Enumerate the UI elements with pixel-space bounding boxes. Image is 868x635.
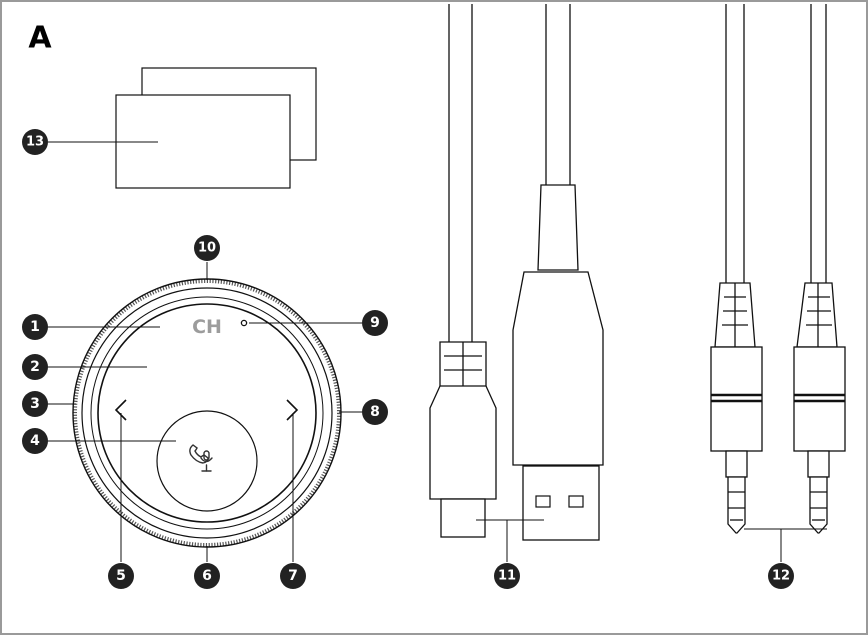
figure-letter: A [28, 21, 52, 56]
callout-3: 3 [22, 391, 48, 417]
svg-text:3: 3 [30, 396, 40, 412]
svg-text:10: 10 [198, 241, 216, 256]
svg-text:8: 8 [370, 404, 380, 420]
device-mark: CH [192, 316, 222, 338]
svg-text:13: 13 [26, 135, 44, 150]
svg-text:9: 9 [370, 315, 380, 331]
callout-13: 13 [22, 129, 48, 155]
callout-8: 8 [362, 399, 388, 425]
svg-text:4: 4 [30, 433, 40, 449]
callout-12: 12 [768, 563, 794, 589]
svg-text:11: 11 [498, 569, 516, 584]
callout-2: 2 [22, 354, 48, 380]
svg-text:7: 7 [288, 568, 298, 584]
svg-text:2: 2 [30, 359, 40, 375]
callout-6: 6 [194, 563, 220, 589]
callout-5: 5 [108, 563, 134, 589]
callout-9: 9 [362, 310, 388, 336]
callout-11: 11 [494, 563, 520, 589]
callout-1: 1 [22, 314, 48, 340]
callout-10: 10 [194, 235, 220, 261]
svg-text:1: 1 [30, 319, 40, 335]
callout-4: 4 [22, 428, 48, 454]
svg-text:5: 5 [116, 568, 126, 584]
svg-text:6: 6 [202, 568, 212, 584]
callout-7: 7 [280, 563, 306, 589]
svg-text:12: 12 [772, 569, 790, 584]
paper-stack [116, 68, 316, 188]
